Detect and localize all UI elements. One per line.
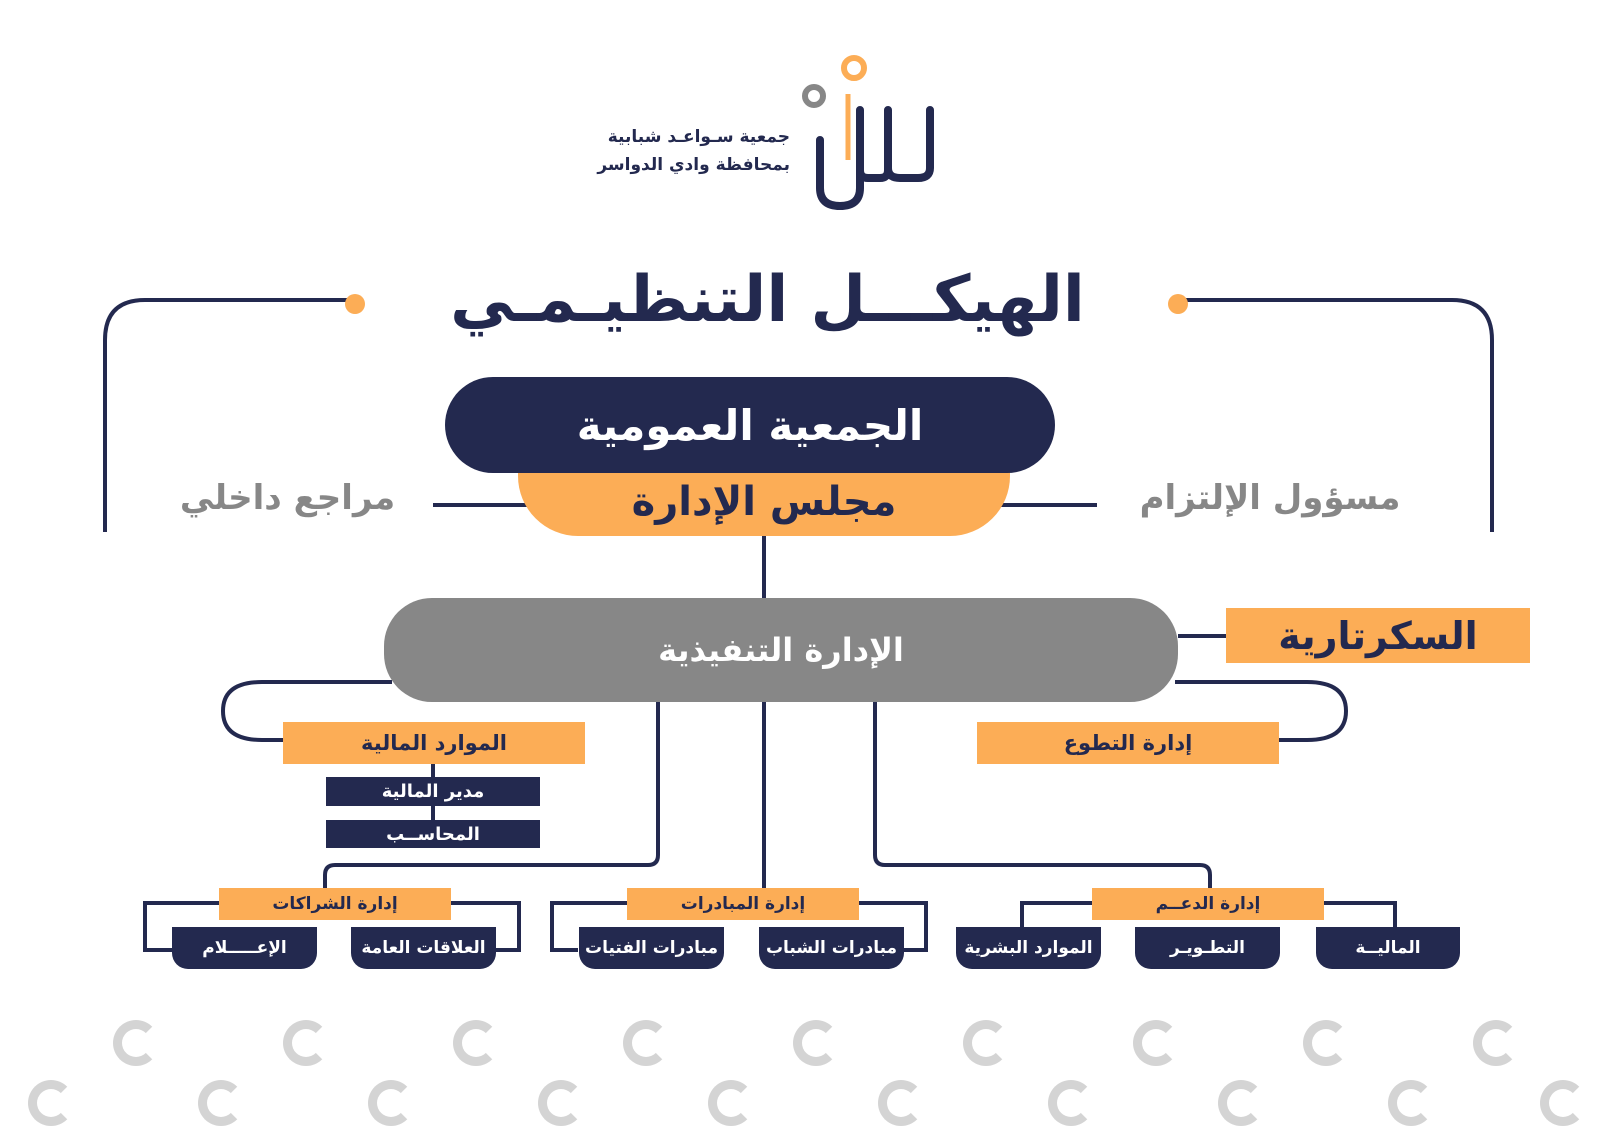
line-exec-support	[873, 701, 1212, 890]
development-label: التطـويـر	[1170, 938, 1245, 958]
page-title: الهيكـــل التنظيـمـي	[450, 263, 1085, 337]
executive-box: الإدارة التنفيذية	[384, 598, 1178, 702]
public-relations-label: العلاقات العامة	[361, 938, 486, 958]
human-resources-label: الموارد البشرية	[964, 938, 1093, 958]
logo: جمعية سـواعـد شبابية بمحافظة وادي الدواس…	[597, 50, 960, 210]
pattern-circle	[1540, 1080, 1586, 1126]
pattern-circle	[28, 1080, 74, 1126]
financial-resources-box: الموارد المالية	[283, 722, 585, 764]
public-relations-box: العلاقات العامة	[351, 927, 496, 969]
financial-resources-label: الموارد المالية	[361, 731, 507, 755]
secretariat-label: السكرتارية	[1278, 613, 1478, 658]
girls-initiatives-box: مبادرات الفتيات	[579, 927, 724, 969]
bracket-partnerships-right	[451, 901, 521, 952]
general-assembly-label: الجمعية العمومية	[576, 400, 924, 450]
girls-initiatives-label: مبادرات الفتيات	[585, 938, 718, 958]
general-assembly-box: الجمعية العمومية	[445, 377, 1055, 473]
executive-label: الإدارة التنفيذية	[658, 631, 904, 669]
pattern-circle	[1473, 1020, 1519, 1066]
frame-left	[103, 298, 350, 532]
initiatives-label: إدارة المبادرات	[680, 894, 806, 914]
youth-initiatives-label: مبادرات الشباب	[765, 938, 898, 958]
secretariat-box: السكرتارية	[1226, 608, 1530, 663]
line-exec-volunteering	[1175, 680, 1349, 742]
pattern-circle	[793, 1020, 839, 1066]
logo-name-line1: جمعية سـواعـد شبابية	[607, 127, 790, 147]
finance-manager-box: مدير المالية	[326, 777, 540, 806]
logo-mark	[802, 55, 934, 210]
pattern-circle	[113, 1020, 159, 1066]
support-finance-label: الماليــة	[1355, 938, 1421, 958]
bracket-initiatives	[550, 901, 627, 952]
line-exec-financial	[220, 680, 392, 742]
volunteering-box: إدارة التطوع	[977, 722, 1279, 764]
youth-initiatives-box: مبادرات الشباب	[759, 927, 904, 969]
pattern-circle	[708, 1080, 754, 1126]
line-exec-partnerships	[323, 701, 660, 890]
board-box: مجلس الإدارة	[518, 468, 1010, 536]
human-resources-box: الموارد البشرية	[956, 927, 1101, 969]
logo-name-line2: بمحافظة وادي الدواسر	[597, 155, 790, 175]
partnerships-box: إدارة الشراكات	[219, 888, 451, 920]
bracket-support-left	[1020, 901, 1092, 927]
volunteering-label: إدارة التطوع	[1063, 731, 1193, 755]
accountant-label: المحاســب	[386, 823, 480, 845]
pattern-circle	[623, 1020, 669, 1066]
frame-right	[1183, 298, 1494, 532]
pattern-circle	[1388, 1080, 1434, 1126]
pattern-circle	[453, 1020, 499, 1066]
title-dot-right	[1168, 294, 1188, 314]
accountant-box: المحاســب	[326, 820, 540, 848]
initiatives-box: إدارة المبادرات	[627, 888, 859, 920]
support-finance-box: الماليــة	[1316, 927, 1460, 969]
compliance-officer-label: مسؤول الإلتزام	[1139, 478, 1401, 518]
pattern-circle	[283, 1020, 329, 1066]
development-box: التطـويـر	[1135, 927, 1280, 969]
pattern-circle	[538, 1080, 584, 1126]
pattern-circle	[878, 1080, 924, 1126]
pattern-circle	[1303, 1020, 1349, 1066]
pattern-circle	[1218, 1080, 1264, 1126]
pattern-circle	[368, 1080, 414, 1126]
media-box: الإعـــــلام	[172, 927, 317, 969]
partnerships-label: إدارة الشراكات	[272, 894, 398, 914]
bracket-support-right	[1322, 901, 1397, 927]
pattern-circle	[198, 1080, 244, 1126]
support-box: إدارة الدعــم	[1092, 888, 1324, 920]
internal-auditor-label: مراجع داخلي	[179, 478, 396, 518]
board-label: مجلس الإدارة	[631, 479, 897, 525]
support-label: إدارة الدعــم	[1155, 894, 1261, 914]
pattern-circle	[963, 1020, 1009, 1066]
decorative-pattern	[0, 1000, 1600, 1129]
bracket-partnerships	[143, 901, 219, 952]
bracket-initiatives-right	[858, 901, 928, 952]
pattern-circle	[1048, 1080, 1094, 1126]
title-dot-left	[345, 294, 365, 314]
finance-manager-label: مدير المالية	[381, 781, 485, 802]
pattern-circle	[1133, 1020, 1179, 1066]
media-label: الإعـــــلام	[202, 938, 287, 958]
